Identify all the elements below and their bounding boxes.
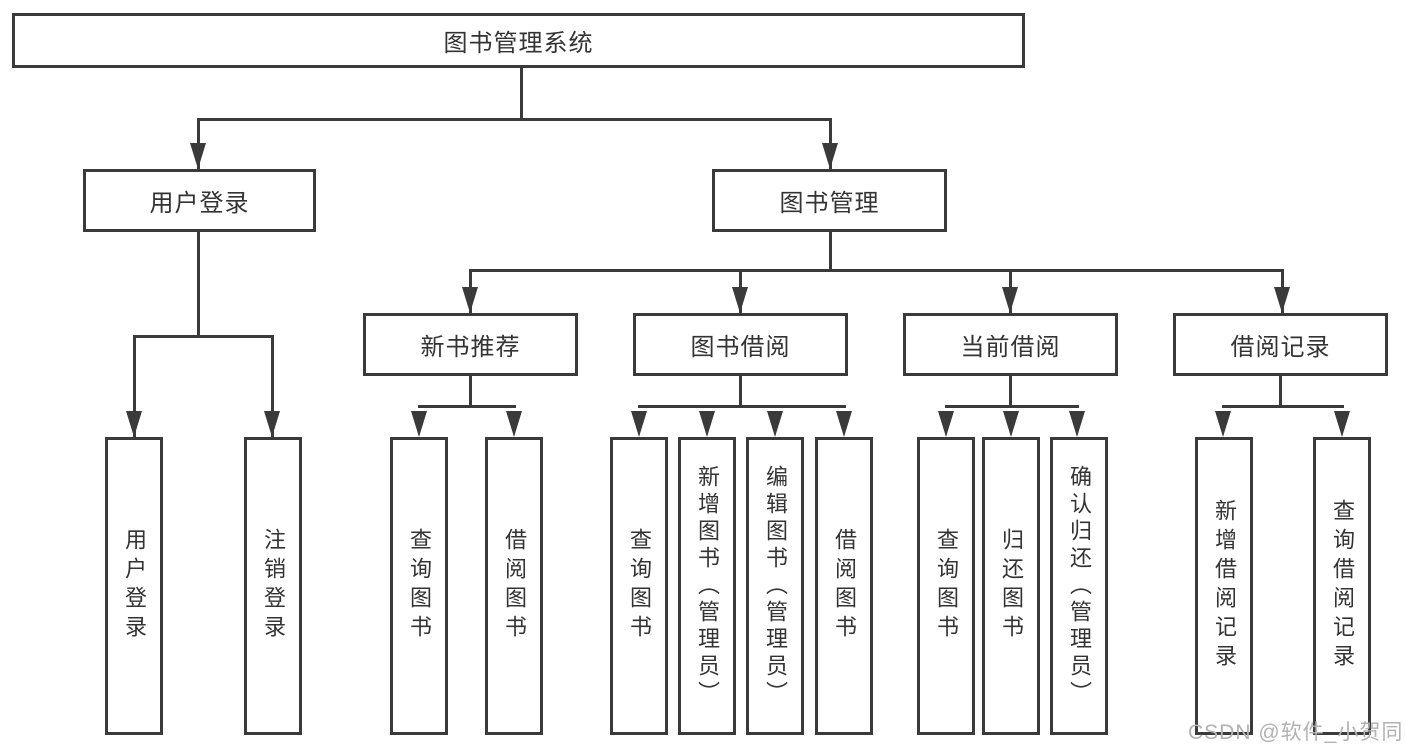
node-library-management-system: 图书管理系统 <box>12 13 1025 68</box>
arrow-down-icon <box>631 411 647 437</box>
arrow-down-icon <box>1334 411 1350 437</box>
arrow-down-icon <box>938 411 954 437</box>
connector-borrow-bar <box>638 405 846 408</box>
node-book-management: 图书管理 <box>712 169 947 232</box>
connector-login-drop <box>271 335 274 437</box>
arrow-down-icon <box>411 411 427 437</box>
connector-records-stem <box>1279 376 1282 407</box>
arrow-down-icon <box>767 411 783 437</box>
leaf-query-borrow-record: 查询借阅记录 <box>1313 437 1371 735</box>
connector-login-drop <box>133 335 136 437</box>
connector-mgmt-stem <box>829 232 832 271</box>
node-book-borrowing: 图书借阅 <box>633 313 848 376</box>
leaf-user-login: 用户登录 <box>105 437 163 735</box>
arrow-down-icon <box>822 143 838 169</box>
connector-mgmt-bar <box>469 269 1284 272</box>
arrow-down-icon <box>506 411 522 437</box>
leaf-return-book: 归还图书 <box>982 437 1040 735</box>
leaf-add-book-admin: 新增图书（管理员） <box>678 437 736 735</box>
arrow-down-icon <box>1215 411 1231 437</box>
arrow-down-icon <box>1003 411 1019 437</box>
arrow-down-icon <box>1069 411 1085 437</box>
arrow-down-icon <box>699 411 715 437</box>
connector-recommend-bar <box>418 405 516 408</box>
connector-current-stem <box>1009 376 1012 407</box>
connector-recommend-stem <box>469 376 472 407</box>
arrow-down-icon <box>836 411 852 437</box>
leaf-query-books-current: 查询图书 <box>917 437 975 735</box>
connector-borrow-stem <box>739 376 742 407</box>
leaf-logout: 注销登录 <box>244 437 302 735</box>
arrow-down-icon <box>732 287 748 313</box>
node-current-borrowing: 当前借阅 <box>903 313 1118 376</box>
leaf-borrow-books-recommend: 借阅图书 <box>485 437 543 735</box>
node-borrowing-records: 借阅记录 <box>1173 313 1388 376</box>
leaf-confirm-return-admin: 确认归还（管理员） <box>1050 437 1108 735</box>
leaf-add-borrow-record: 新增借阅记录 <box>1195 437 1253 735</box>
leaf-query-books-borrow: 查询图书 <box>610 437 668 735</box>
arrow-down-icon <box>462 287 478 313</box>
arrow-down-icon <box>126 411 142 437</box>
leaf-borrow-books-borrow: 借阅图书 <box>815 437 873 735</box>
csdn-watermark: CSDN @软件_小贺同学 <box>1188 721 1405 744</box>
connector-records-bar <box>1222 405 1344 408</box>
arrow-down-icon <box>1274 287 1290 313</box>
connector-current-bar <box>945 405 1079 408</box>
arrow-down-icon <box>1002 287 1018 313</box>
connector-login-stem <box>197 232 200 337</box>
connector-root-bar <box>197 118 832 121</box>
node-user-login: 用户登录 <box>83 169 316 232</box>
leaf-edit-book-admin: 编辑图书（管理员） <box>746 437 804 735</box>
node-new-book-recommendation: 新书推荐 <box>363 313 578 376</box>
arrow-down-icon <box>190 143 206 169</box>
connector-login-bar <box>133 335 274 338</box>
leaf-query-books-recommend: 查询图书 <box>390 437 448 735</box>
connector-root-stem <box>520 68 523 120</box>
arrow-down-icon <box>264 411 280 437</box>
